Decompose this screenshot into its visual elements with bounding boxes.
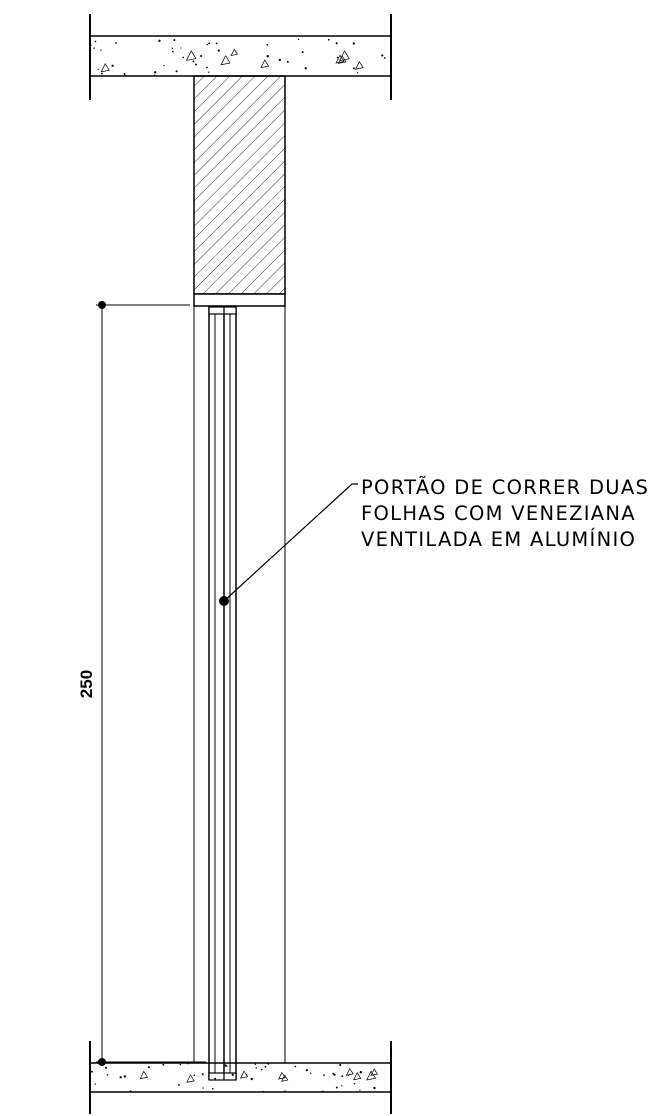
annotation-line-3: VENTILADA EM ALUMÍNIO bbox=[361, 528, 636, 551]
floor-slab bbox=[89, 1041, 392, 1114]
lintel-beam bbox=[193, 75, 286, 307]
annotation-line-2: FOLHAS COM VENEZIANA bbox=[361, 502, 636, 525]
annotation-line-1: PORTÃO DE CORRER DUAS bbox=[361, 476, 649, 499]
dimension-value: 250 bbox=[77, 670, 96, 698]
height-dimension: 250 bbox=[77, 301, 206, 1066]
sliding-gate bbox=[208, 306, 237, 1081]
jamb-lines bbox=[193, 306, 286, 1063]
annotation-leader bbox=[219, 483, 358, 606]
gate-annotation: PORTÃO DE CORRER DUAS FOLHAS COM VENEZIA… bbox=[361, 476, 649, 551]
